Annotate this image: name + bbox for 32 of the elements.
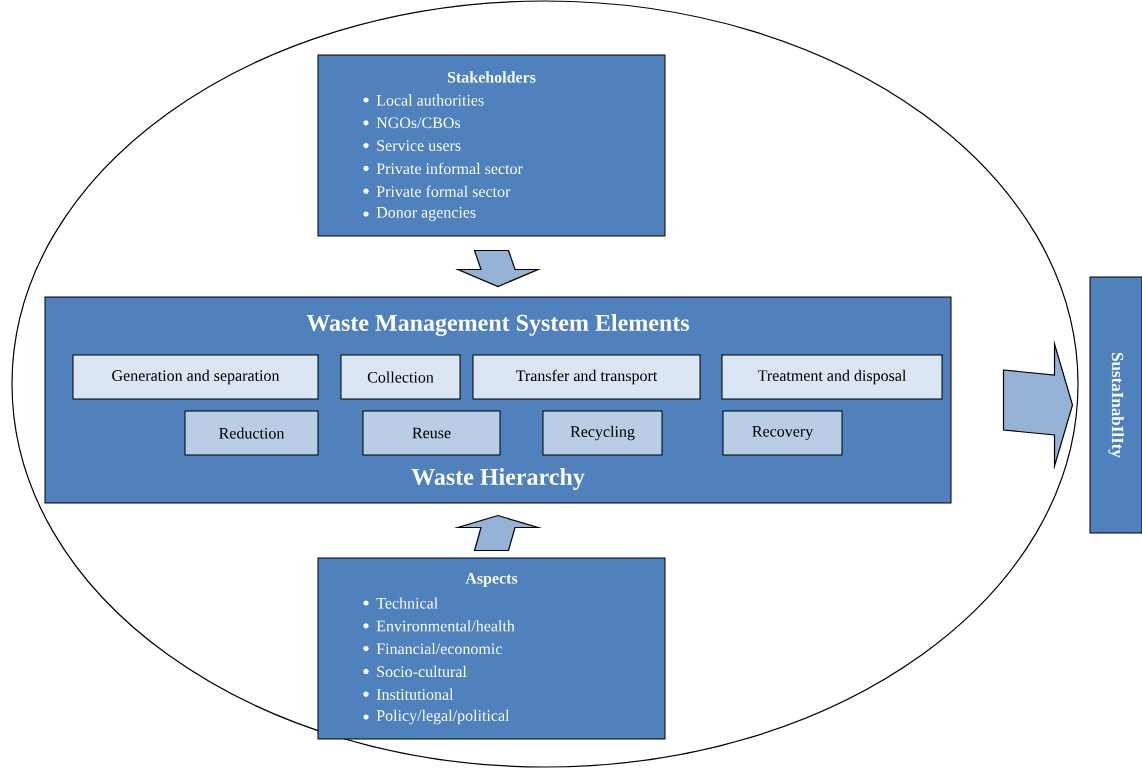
element-box: Reuse bbox=[362, 410, 501, 456]
ellipse bbox=[11, 0, 1079, 768]
list-item: Institutional bbox=[376, 688, 454, 700]
list-item: Socio-cultural bbox=[377, 665, 467, 678]
vertical-label: SustaInabIlIty bbox=[1108, 353, 1124, 458]
info-box bbox=[317, 54, 666, 237]
element-box: Collection bbox=[340, 354, 461, 400]
element-box: Recovery bbox=[722, 410, 843, 456]
list-item: Financial/economic bbox=[376, 643, 502, 655]
list-item: Donor agencies bbox=[376, 207, 476, 222]
outcome-box bbox=[1089, 276, 1142, 534]
block-arrow bbox=[1002, 339, 1074, 471]
block-arrow bbox=[453, 514, 543, 552]
block-arrow bbox=[455, 249, 541, 288]
info-box bbox=[317, 557, 666, 740]
element-box: Treatment and disposal bbox=[721, 354, 943, 400]
list-item: NGOs/CBOs bbox=[376, 117, 461, 129]
list-item: Technical bbox=[376, 597, 438, 609]
heading: Waste Management System Elements bbox=[306, 314, 690, 336]
element-box: Transfer and transport bbox=[472, 354, 701, 400]
heading: Stakeholders bbox=[447, 71, 536, 83]
list-item: Local authorities bbox=[376, 94, 484, 106]
list-item: Service users bbox=[377, 140, 461, 151]
list-item: Private formal sector bbox=[376, 185, 511, 197]
element-box: Generation and separation bbox=[72, 354, 319, 400]
list-item: Private informal sector bbox=[376, 162, 523, 175]
heading: Waste Hierarchy bbox=[411, 468, 585, 490]
list-item: Policy/legal/political bbox=[376, 709, 510, 725]
element-box: Recycling bbox=[542, 410, 663, 456]
element-box: Reduction bbox=[184, 410, 319, 456]
list-item: Environmental/health bbox=[376, 620, 515, 632]
heading: Aspects bbox=[465, 573, 518, 587]
